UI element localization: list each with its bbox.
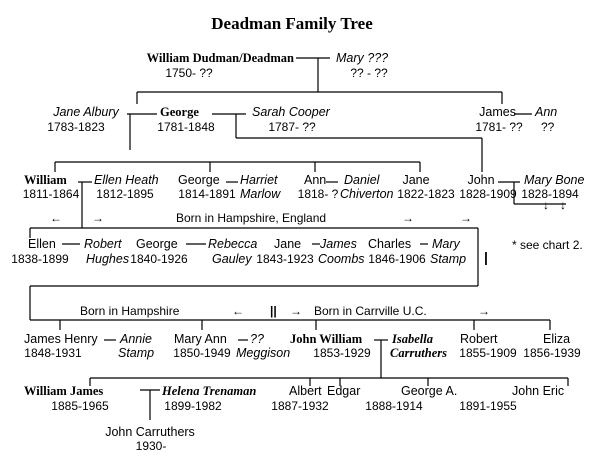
person-name: William James xyxy=(24,384,104,398)
person-dates: 1930- xyxy=(135,439,167,453)
arrow-down-icon: ↓ xyxy=(560,198,566,212)
spouse-name: Harriet xyxy=(240,173,278,187)
person-dates: 1787- ?? xyxy=(268,120,316,134)
spouse-name: ?? xyxy=(250,332,264,346)
person-name: Albert xyxy=(289,384,322,398)
spouse-name-line2: Stamp xyxy=(118,346,155,360)
person-dates: 1899-1982 xyxy=(164,399,222,413)
arrow-right-icon: → xyxy=(290,304,302,318)
spouse-name: James xyxy=(320,237,357,251)
person-dates: 1848-1931 xyxy=(24,346,82,360)
person-dates: 1781- ?? xyxy=(475,120,523,134)
person-dates: 1846-1906 xyxy=(368,252,426,266)
spouse-name-line2: Carruthers xyxy=(390,346,447,360)
person-name: George xyxy=(136,237,178,251)
birthplace-note: Born in Hampshire xyxy=(80,304,180,318)
arrow-left-icon: ← xyxy=(232,304,244,318)
person-name: James xyxy=(479,105,516,119)
spouse-name-line2: Marlow xyxy=(240,187,281,201)
person-name: Mary Ann xyxy=(174,332,227,346)
see-chart-note: * see chart 2. xyxy=(512,238,583,252)
person-name: George A. xyxy=(401,384,458,398)
person-dates: 1828-1894 xyxy=(521,187,579,201)
person-name: Robert xyxy=(460,332,498,346)
spouse-name: Jane Albury xyxy=(53,105,119,119)
arrow-right-icon: → xyxy=(92,211,104,225)
spouse-name: Sarah Cooper xyxy=(252,105,330,119)
arrow-right-icon: → xyxy=(460,211,472,225)
person-name: Ellen xyxy=(28,237,56,251)
person-name: John William xyxy=(290,332,363,346)
spouse-name: Rebecca xyxy=(208,237,258,251)
person-name: Edgar xyxy=(327,384,361,398)
person-dates: 1814-1891 xyxy=(178,187,236,201)
spouse-name: Ellen Heath xyxy=(94,173,159,187)
page-title: Deadman Family Tree xyxy=(211,14,373,33)
spouse-name-line2: Coombs xyxy=(318,252,365,266)
person-dates: 1855-1909 xyxy=(459,346,517,360)
spouse-name: Mary ??? xyxy=(336,51,389,65)
bar-marker: | xyxy=(484,249,488,265)
person-name: George xyxy=(178,173,220,187)
arrow-left-icon: ← xyxy=(50,211,62,225)
person-dates: 1856-1939 xyxy=(523,346,581,360)
spouse-name: Mary Bone xyxy=(524,173,585,187)
arrow-right-icon: → xyxy=(478,304,490,318)
person-name: Jane xyxy=(274,237,302,251)
spouse-name-line2: Hughes xyxy=(86,252,130,266)
person-name: John xyxy=(467,173,495,187)
person-name: Eliza xyxy=(543,332,571,346)
person-dates: 1891-1955 xyxy=(459,399,517,413)
arrow-down-icon: ↓ xyxy=(543,198,549,212)
person-name: William xyxy=(24,173,67,187)
person-dates: 1811-1864 xyxy=(22,187,80,201)
spouse-name: Ann xyxy=(535,105,558,119)
person-dates: 1828-1909 xyxy=(459,187,517,201)
person-dates: 1822-1823 xyxy=(397,187,455,201)
birthplace-note: Born in Hampshire, England xyxy=(176,211,327,225)
spouse-name: Helena Trenaman xyxy=(162,384,257,398)
person-dates: 1838-1899 xyxy=(11,252,69,266)
spouse-name: Annie xyxy=(120,332,152,346)
person-dates: 1750- ?? xyxy=(165,66,213,80)
person-name: Charles xyxy=(368,237,412,251)
person-dates: ?? xyxy=(541,120,555,134)
person-dates: 1888-1914 xyxy=(365,399,423,413)
spouse-name: Robert xyxy=(84,237,122,251)
person-dates: 1887-1932 xyxy=(271,399,329,413)
person-name: John Eric xyxy=(512,384,565,398)
person-dates: 1818- ? xyxy=(297,187,339,201)
person-dates: 1812-1895 xyxy=(96,187,154,201)
person-name: Ann xyxy=(304,173,327,187)
divider-marker: || xyxy=(270,304,277,318)
birthplace-note: Born in Carrville U.C. xyxy=(314,304,427,318)
person-dates: 1853-1929 xyxy=(313,346,371,360)
spouse-name: Mary xyxy=(432,237,460,251)
spouse-name: Daniel xyxy=(344,173,380,187)
person-name: James Henry xyxy=(24,332,98,346)
person-dates: 1840-1926 xyxy=(130,252,188,266)
arrow-right-icon: → xyxy=(402,211,414,225)
person-dates: ?? - ?? xyxy=(350,66,388,80)
person-dates: 1850-1949 xyxy=(173,346,231,360)
person-dates: 1783-1823 xyxy=(47,120,105,134)
spouse-name: Isabella xyxy=(392,332,433,346)
spouse-name-line2: Gauley xyxy=(212,252,252,266)
person-dates: 1781-1848 xyxy=(157,120,215,134)
person-name: George xyxy=(160,105,199,119)
person-dates: 1843-1923 xyxy=(256,252,314,266)
person-name: William Dudman/Deadman xyxy=(146,51,294,65)
person-dates: 1885-1965 xyxy=(51,399,109,413)
spouse-name-line2: Meggison xyxy=(236,346,291,360)
spouse-name-line2: Stamp xyxy=(430,252,467,266)
person-name: Jane xyxy=(402,173,430,187)
spouse-name-line2: Chiverton xyxy=(340,187,394,201)
person-name: John Carruthers xyxy=(105,425,195,439)
